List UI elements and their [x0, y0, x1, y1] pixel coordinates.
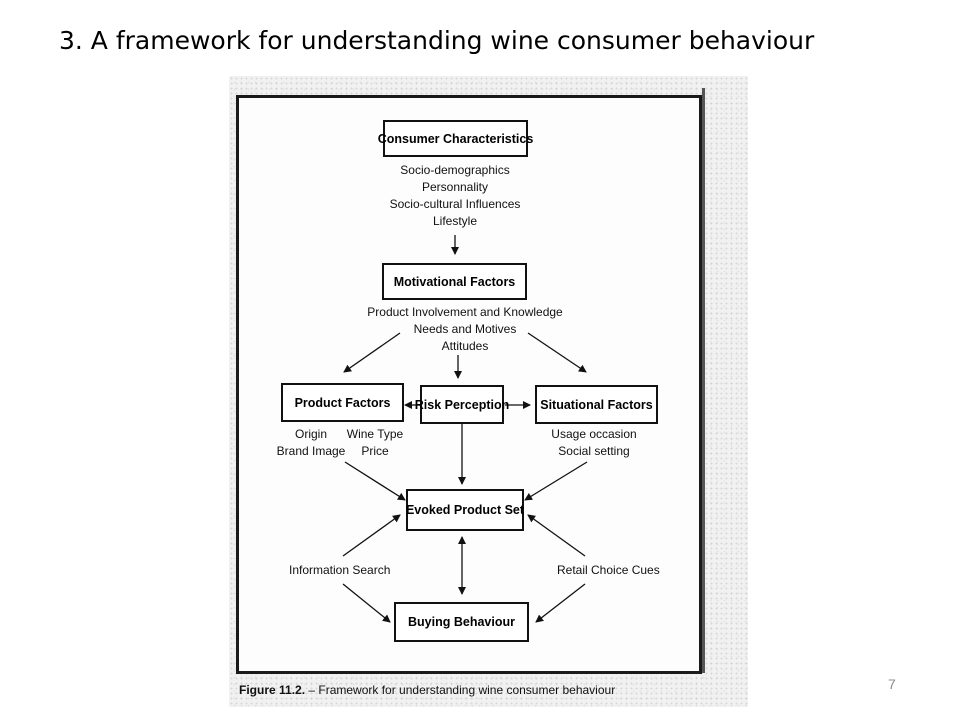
item-social-setting: Social setting — [558, 444, 630, 458]
situational-factors-box: Situational Factors — [535, 385, 658, 424]
item-socio-cultural-influences: Socio-cultural Influences — [389, 197, 521, 211]
product-factors-right-list: Wine Type Price — [347, 426, 403, 460]
figure-caption: Figure 11.2. – Framework for understandi… — [239, 683, 615, 697]
slide-title: 3. A framework for understanding wine co… — [59, 26, 815, 55]
page-number: 7 — [888, 676, 896, 692]
figure-caption-label: Figure 11.2. — [239, 683, 306, 697]
product-factors-box: Product Factors — [281, 383, 404, 422]
motivational-factors-list: Product Involvement and Knowledge Needs … — [367, 304, 562, 355]
item-usage-occasion: Usage occasion — [551, 427, 637, 441]
item-lifestyle: Lifestyle — [432, 214, 478, 228]
item-attitudes: Attitudes — [441, 339, 489, 353]
arrow-situational-to-evoked — [524, 461, 588, 501]
evoked-product-set-box: Evoked Product Set — [406, 489, 524, 531]
item-needs-and-motives: Needs and Motives — [413, 322, 517, 336]
consumer-characteristics-box: Consumer Characteristics — [378, 120, 533, 157]
item-brand-image: Brand Image — [276, 444, 346, 458]
arrow-infosearch-to-buying — [342, 583, 391, 623]
product-factors-left-list: Origin Brand Image — [277, 426, 346, 460]
arrow-motivational-to-product — [343, 332, 401, 373]
risk-perception-box: Risk Perception — [415, 385, 509, 424]
item-wine-type: Wine Type — [346, 427, 404, 441]
item-price: Price — [361, 444, 389, 458]
figure-caption-text: – Framework for understanding wine consu… — [305, 683, 616, 697]
arrow-product-to-evoked — [344, 461, 406, 501]
retail-choice-cues-label: Retail Choice Cues — [557, 563, 660, 577]
scan-frame-edge — [702, 88, 705, 673]
item-product-involvement: Product Involvement and Knowledge — [367, 305, 563, 319]
item-personnality: Personnality — [421, 180, 489, 194]
arrow-motivational-to-situational — [527, 332, 587, 373]
situational-factors-list: Usage occasion Social setting — [551, 426, 636, 460]
item-origin: Origin — [294, 427, 327, 441]
motivational-factors-box: Motivational Factors — [382, 263, 527, 300]
item-socio-demographics: Socio-demographics — [400, 163, 510, 177]
arrow-retail-to-evoked — [527, 514, 586, 557]
consumer-characteristics-list: Socio-demographics Personnality Socio-cu… — [390, 162, 521, 230]
buying-behaviour-box: Buying Behaviour — [394, 602, 529, 642]
arrow-retail-to-buying — [535, 583, 586, 623]
arrow-infosearch-to-evoked — [342, 514, 401, 557]
information-search-label: Information Search — [289, 563, 391, 577]
